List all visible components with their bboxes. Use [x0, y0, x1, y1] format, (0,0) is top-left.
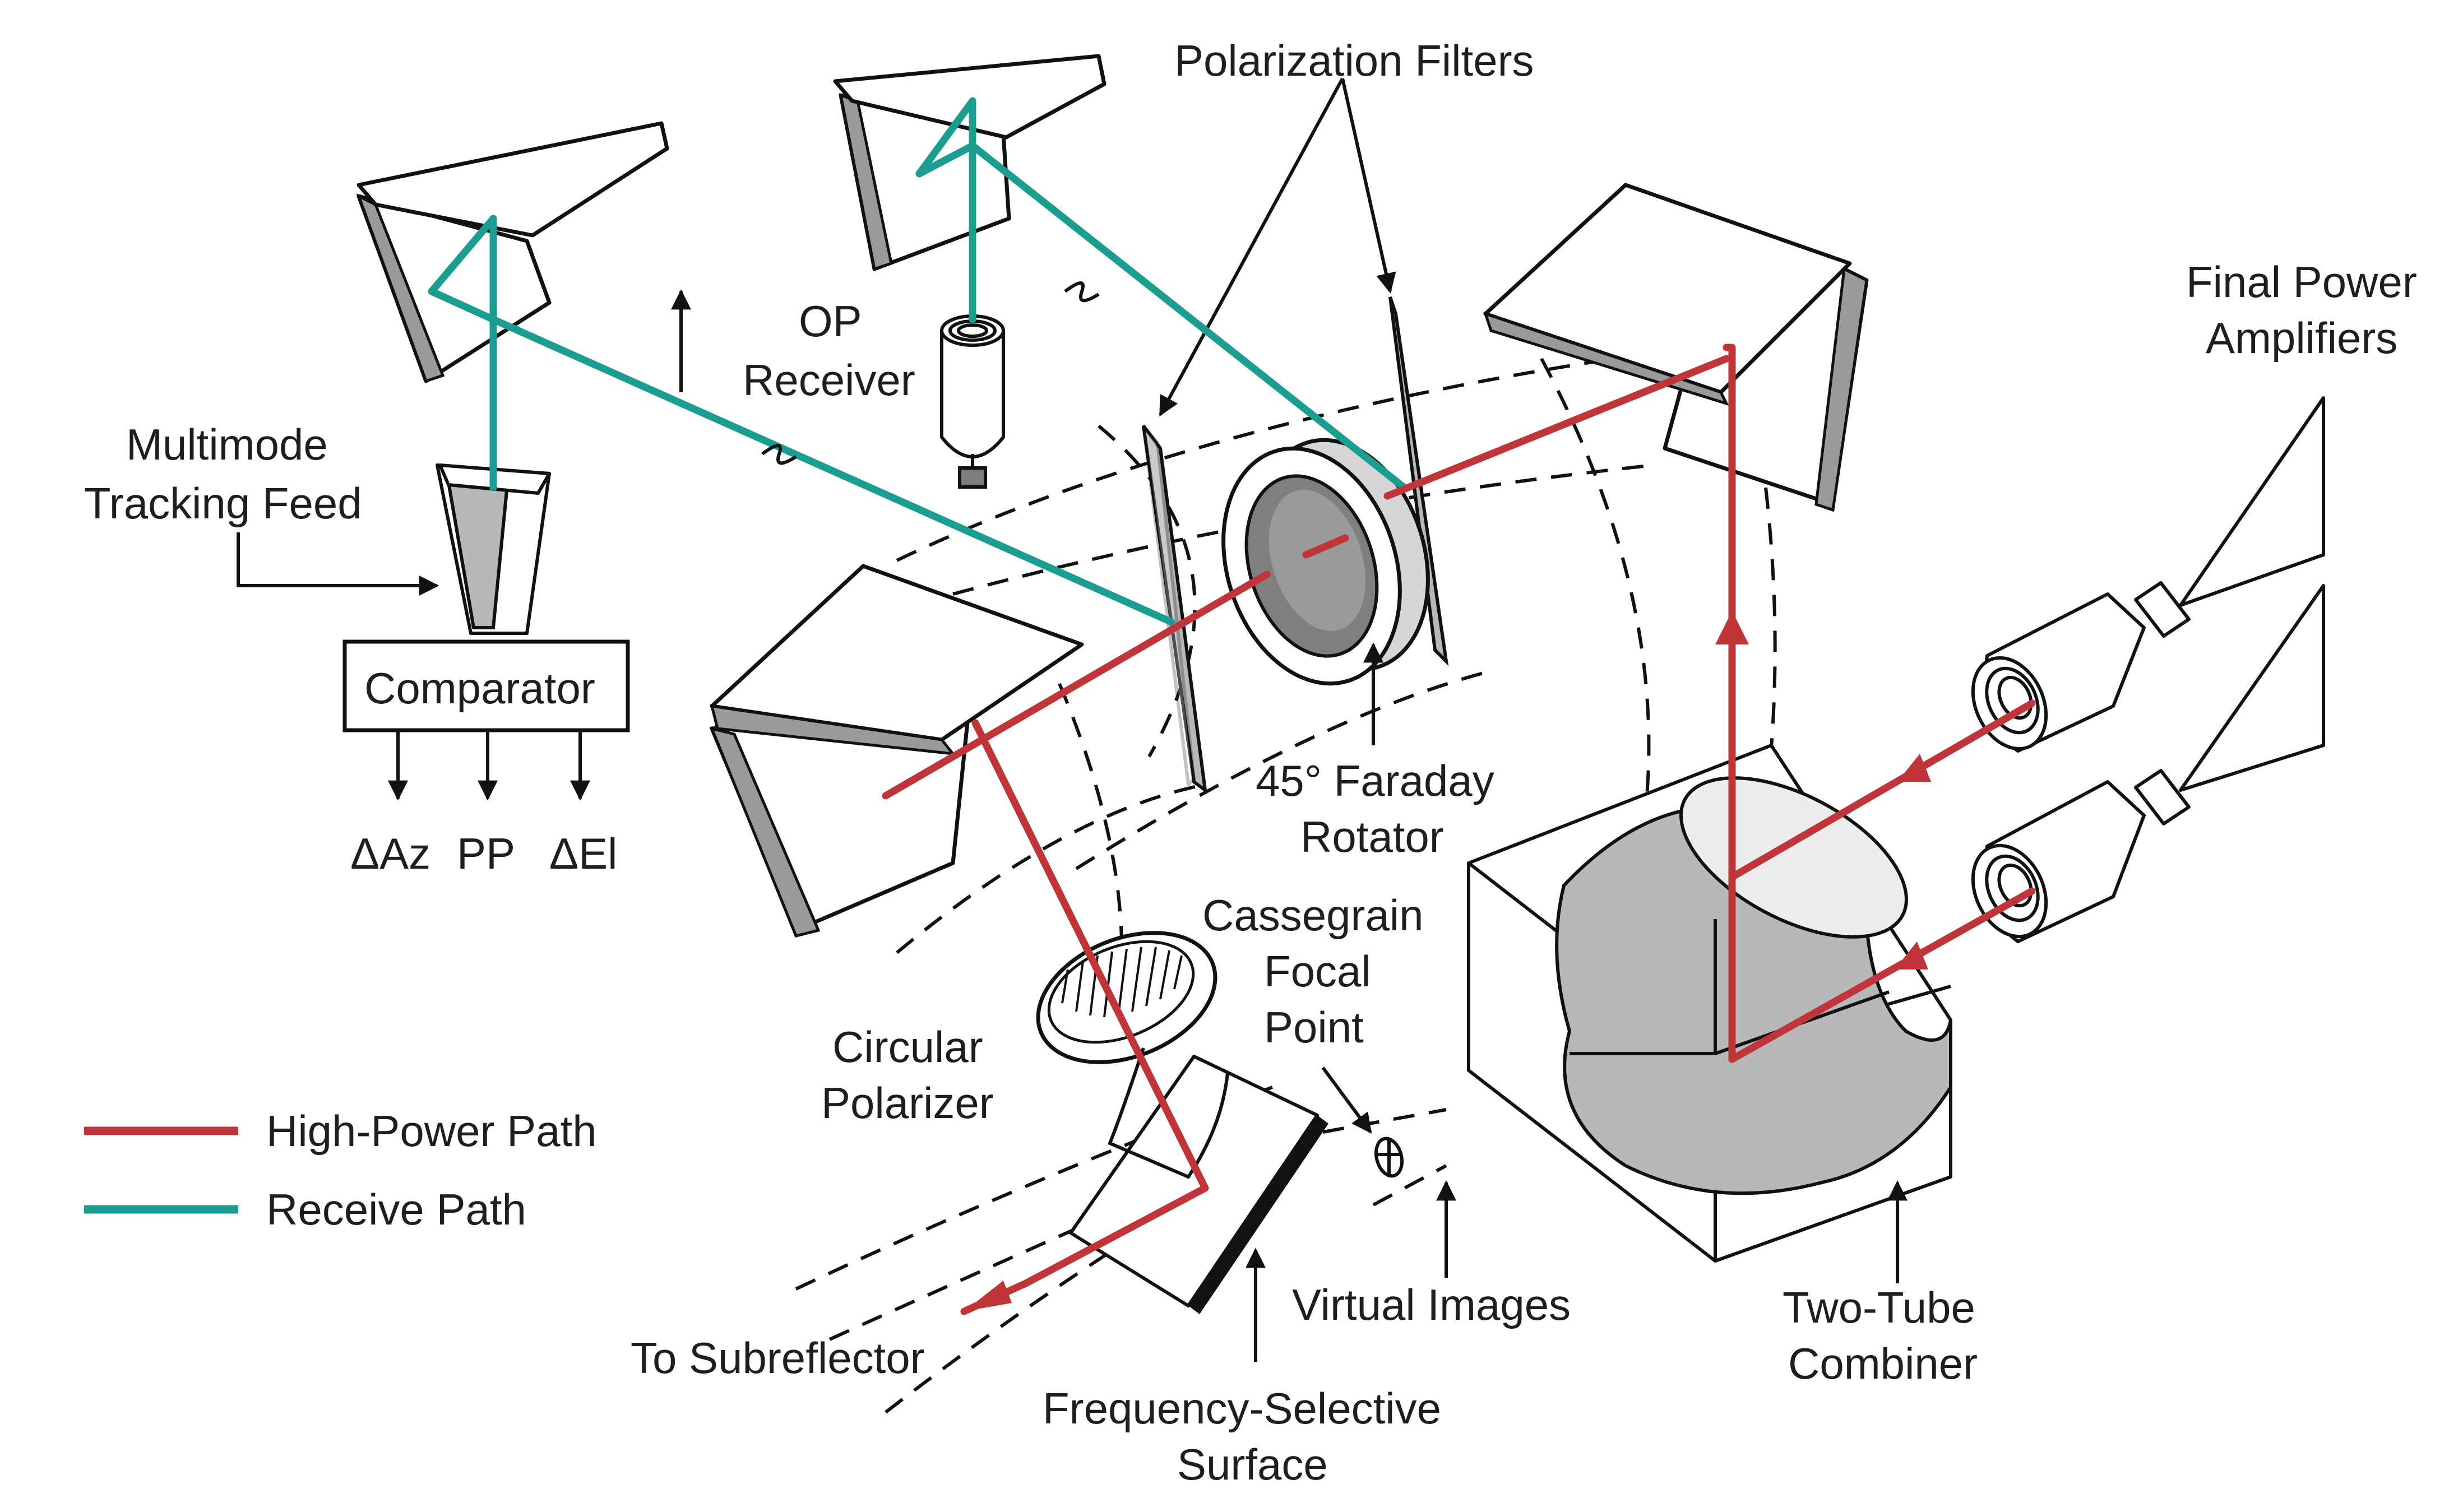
label-comparator: Comparator	[364, 664, 595, 713]
receive-path	[428, 97, 1408, 626]
upper-left-mirror	[356, 121, 669, 383]
comparator-output-arrows	[388, 730, 590, 801]
frequency-selective-surface	[1069, 1047, 1328, 1314]
cassegrain-focal-point-symbol	[1374, 1137, 1404, 1178]
label-cassegrain-line1: Cassegrain	[1202, 890, 1424, 940]
cassegrain-pointer-arrow	[1321, 1066, 1372, 1134]
two-tube-combiner	[1467, 744, 1952, 1263]
label-to-subreflector: To Subreflector	[631, 1333, 925, 1383]
label-cassegrain-line2: Focal	[1264, 947, 1371, 996]
high-power-arrowheads	[964, 611, 1931, 1311]
high-power-path	[882, 344, 2036, 1315]
label-faraday-line1: 45° Faraday	[1256, 756, 1494, 805]
label-multimode-line2: Tracking Feed	[84, 479, 362, 528]
label-op-receiver-line2: Receiver	[743, 355, 915, 405]
label-two-tube-line2: Combiner	[1788, 1339, 1978, 1388]
legend-label-high-power: High-Power Path	[266, 1106, 597, 1156]
polarization-filter-pointers	[1159, 77, 1396, 417]
label-pp: PP	[457, 829, 515, 878]
upper-middle-mirror	[833, 54, 1107, 271]
circular-polarizer	[1036, 931, 1217, 1064]
label-circular-line2: Polarizer	[821, 1078, 994, 1128]
polarization-filter-left	[1142, 424, 1207, 794]
legend-label-receive: Receive Path	[266, 1185, 526, 1234]
multimode-feed-pointer-arrow	[237, 532, 439, 596]
comparator-box	[342, 639, 630, 732]
label-delta-az: ΔAz	[350, 829, 430, 878]
label-virtual-images: Virtual Images	[1292, 1280, 1571, 1329]
label-two-tube-line1: Two-Tube	[1783, 1283, 1975, 1332]
label-cassegrain-line3: Point	[1264, 1003, 1364, 1052]
label-fss-line1: Frequency-Selective	[1043, 1384, 1441, 1433]
multimode-tracking-feed	[436, 463, 551, 635]
label-circular-line1: Circular	[832, 1022, 983, 1072]
label-multimode-line1: Multimode	[126, 420, 328, 469]
label-final-power-line2: Amplifiers	[2206, 313, 2397, 363]
label-delta-el: ΔEl	[549, 829, 617, 878]
legend: High-Power Path Receive Path	[84, 1106, 597, 1234]
final-power-amplifier-upper	[1971, 396, 2325, 753]
label-faraday-line2: Rotator	[1300, 812, 1444, 861]
label-final-power-line1: Final Power	[2186, 257, 2417, 307]
label-polarization-filters: Polarization Filters	[1174, 36, 1534, 85]
op-receiver	[940, 314, 1005, 489]
label-fss-line2: Surface	[1177, 1440, 1328, 1489]
label-op-receiver-line1: OP	[799, 296, 862, 346]
right-mirror	[1483, 183, 1869, 512]
lower-left-mirror	[709, 564, 1084, 938]
final-power-amplifier-lower	[1971, 584, 2325, 943]
path-break-marks	[761, 281, 1100, 465]
